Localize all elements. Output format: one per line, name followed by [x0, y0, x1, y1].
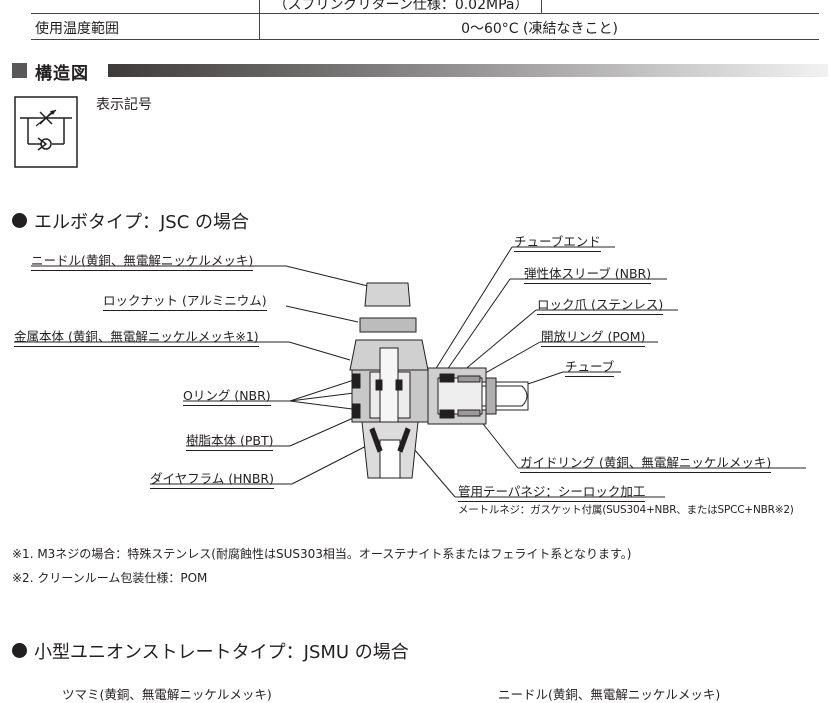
check-valve-symbol-icon	[14, 96, 78, 168]
union-label-knob: ツマミ(黄銅、無電解ニッケルメッキ)	[62, 687, 272, 702]
spec-row-partial: （スプリングリターン仕様：0.02MPa）	[31, 0, 819, 14]
label-needle: ニードル(黄銅、無電解ニッケルメッキ)	[31, 250, 254, 271]
temp-range-label: 使用温度範囲	[35, 21, 119, 37]
label-diaphragm: ダイヤフラム (HNBR)	[150, 468, 274, 489]
spec-partial-value: （スプリングリターン仕様：0.02MPa）	[273, 0, 529, 13]
spec-col-divider	[259, 14, 260, 39]
label-elastic-sleeve: 弾性体スリーブ (NBR)	[524, 263, 652, 284]
footnote-2: ※2. クリーンルーム包装仕様：POM	[12, 571, 208, 585]
union-bullet-icon	[12, 643, 27, 658]
label-resin-body: 樹脂本体 (PBT)	[186, 430, 274, 451]
label-tube-end: チューブエンド	[514, 231, 601, 252]
union-heading: 小型ユニオンストレートタイプ：JSMU の場合	[34, 642, 409, 663]
spec-col-divider	[259, 0, 260, 13]
elbow-heading: エルボタイプ：JSC の場合	[34, 212, 250, 233]
label-lock-claw: ロック爪 (ステンレス)	[537, 294, 664, 315]
union-label-needle: ニードル(黄銅、無電解ニッケルメッキ)	[498, 687, 721, 702]
label-guide-ring: ガイドリング (黄銅、無電解ニッケルメッキ)	[520, 452, 772, 473]
label-locknut: ロックナット (アルミニウム)	[103, 290, 267, 311]
label-metal-body: 金属本体 (黄銅、無電解ニッケルメッキ※1)	[14, 326, 259, 347]
label-pipe-thread: 管用テーパネジ：シーロック加工	[458, 481, 646, 502]
elbow-bullet-icon	[12, 213, 27, 228]
section-square-marker	[12, 63, 27, 78]
footnote-1: ※1. M3ネジの場合：特殊ステンレス(耐腐蝕性はSUS303相当。オーステナイ…	[12, 547, 632, 561]
spec-row-temperature: 使用温度範囲 0～60°C (凍結なきこと)	[31, 14, 819, 40]
label-oring: Oリング (NBR)	[183, 385, 271, 406]
spec-col-divider-2	[541, 0, 542, 13]
section-title: 構造図	[35, 64, 89, 84]
symbol-caption: 表示記号	[96, 97, 152, 113]
label-release-ring: 開放リング (POM)	[541, 326, 646, 347]
label-metric-thread: メートルネジ：ガスケット付属(SUS304+NBR、またはSPCC+NBR※2)	[458, 504, 794, 516]
label-tube: チューブ	[565, 356, 615, 377]
temp-range-value: 0～60°C (凍結なきこと)	[461, 21, 618, 37]
section-gradient-bar	[108, 64, 828, 77]
